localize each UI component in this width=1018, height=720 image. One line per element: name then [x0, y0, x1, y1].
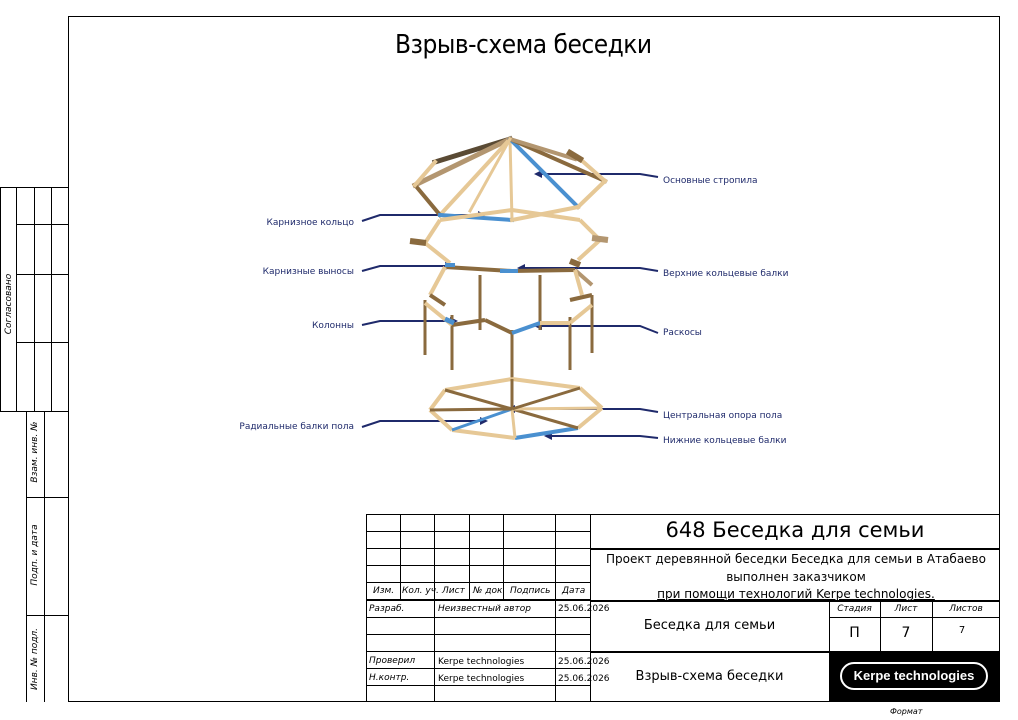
project-description-line1: Проект деревянной беседки Беседка для се… [606, 552, 986, 566]
kerpe-logo: Kerpe technologies [830, 652, 1000, 702]
project-description-line2: выполнен заказчиком [726, 570, 866, 584]
proveril-date: 25.06.2026 [558, 657, 610, 667]
label-nizhnie-koltsevye-balki: Нижние кольцевые балки [663, 436, 787, 446]
col-n-dok: № док. [473, 586, 506, 596]
listov-value: 7 [958, 625, 966, 636]
inv-podl-label: Инв. № подл. [30, 627, 40, 691]
row-proveril: Проверил [369, 656, 416, 666]
roof-rafters [411, 135, 608, 223]
leader-arrows [361, 173, 659, 439]
col-izm: Изм. [373, 586, 395, 596]
sheet-frame [68, 16, 1000, 702]
razrab-date: 25.06.2026 [558, 604, 610, 614]
project-description-line3: при помощи технологий Kerpe technologies… [657, 587, 935, 601]
list-label: Лист [894, 604, 918, 614]
row-nkontr: Н.контр. [369, 673, 410, 683]
label-verkhnie-koltsevye-balki: Верхние кольцевые балки [663, 269, 789, 279]
razrab-name: Неизвестный автор [438, 604, 531, 614]
label-tsentralnaya-opora-pola: Центральная опора пола [663, 411, 783, 421]
vzam-inv-label: Взам. инв. № [30, 421, 40, 483]
eave-ring [409, 208, 609, 268]
stadiya-label: Стадия [837, 604, 872, 614]
nkontr-name: Kerpe technologies [438, 674, 525, 684]
col-data: Дата [562, 586, 586, 596]
label-radialnye-balki-pola: Радиальные балки пола [239, 422, 354, 432]
floor-frame [428, 377, 604, 440]
object-name: Беседка для семьи [643, 618, 776, 633]
list-value: 7 [901, 625, 911, 641]
proveril-name: Kerpe technologies [438, 657, 525, 667]
left-strip: Согласовано Взам. инв. № Подп. и дата Ин… [0, 187, 68, 702]
listov-label: Листов [949, 604, 983, 614]
format-label: Формат [890, 707, 923, 716]
row-razrab: Разраб. [369, 604, 405, 614]
columns [423, 275, 594, 385]
podp-data-label: Подп. и дата [30, 524, 40, 586]
label-karniznye-vynosy: Карнизные выносы [262, 267, 354, 277]
gazebo-exploded-diagram [361, 135, 659, 440]
col-podpis: Подпись [510, 586, 551, 596]
col-kol-uch: Кол. уч. [402, 586, 439, 596]
project-code: 648 Беседка для семьи [665, 518, 925, 542]
stadiya-value: П [849, 625, 860, 641]
soglasovano-label: Согласовано [4, 273, 14, 335]
nkontr-date: 25.06.2026 [558, 674, 610, 684]
upper-ring-beams [428, 263, 594, 307]
label-karniznoe-koltso: Карнизное кольцо [266, 218, 354, 228]
col-list: Лист [442, 586, 465, 596]
label-osnovnye-stropila: Основные стропила [663, 176, 758, 186]
braces [423, 293, 594, 335]
sheet-name: Взрыв-схема беседки [635, 669, 784, 684]
drawing-title: Взрыв-схема беседки [395, 30, 652, 60]
label-raskosy: Раскосы [663, 328, 702, 338]
logo-text: Kerpe technologies [853, 668, 975, 683]
label-kolonny: Колонны [311, 321, 354, 331]
